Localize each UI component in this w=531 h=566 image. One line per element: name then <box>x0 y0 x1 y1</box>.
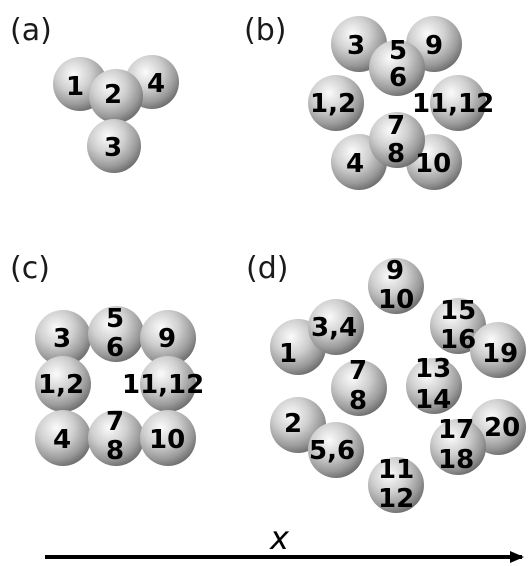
ball-label: 14 <box>415 385 451 415</box>
ball-label: 9 <box>425 31 443 61</box>
ball-label: 7 <box>106 407 124 437</box>
ball-label: 8 <box>387 139 405 169</box>
panel-d: (d) 9 10 3,4 1 15 16 19 7 8 13 14 2 5,6 … <box>246 251 526 514</box>
ball-label: 3 <box>104 133 122 163</box>
ball-label: 1 <box>66 72 84 102</box>
sphere <box>430 419 486 475</box>
ball-label: 13 <box>415 354 451 384</box>
panel-a-spheres <box>53 55 179 173</box>
ball-label: 19 <box>482 339 518 369</box>
ball-label: 9 <box>386 256 404 286</box>
ball-label: 2 <box>284 409 302 439</box>
sphere <box>140 410 196 466</box>
ball-label: 6 <box>106 333 124 363</box>
ball-label: 10 <box>378 285 414 315</box>
ball-label: 10 <box>415 149 451 179</box>
sphere <box>87 119 141 173</box>
x-axis-label: x <box>269 519 290 557</box>
panel-c-spheres <box>35 306 196 466</box>
sphere <box>35 310 91 366</box>
panel-b-label: (b) <box>244 13 286 48</box>
panel-a: (a) 1 2 4 3 <box>10 13 179 173</box>
ball-label: 10 <box>149 425 185 455</box>
sphere <box>368 457 424 513</box>
ball-label: 4 <box>53 425 71 455</box>
ball-label: 4 <box>147 69 165 99</box>
ball-label: 17 <box>438 415 474 445</box>
ball-label: 7 <box>349 356 367 386</box>
ball-label: 3,4 <box>311 313 357 343</box>
panel-a-label: (a) <box>10 13 52 48</box>
sphere <box>88 306 144 362</box>
ball-label: 1 <box>279 339 297 369</box>
ball-label: 6 <box>389 63 407 93</box>
ball-label: 11,12 <box>122 370 204 400</box>
sphere <box>369 40 425 96</box>
ball-label: 7 <box>387 111 405 141</box>
x-axis: x <box>45 519 524 563</box>
sphere <box>308 75 364 131</box>
sphere <box>368 258 424 314</box>
sphere <box>470 322 526 378</box>
ball-label: 8 <box>106 436 124 466</box>
sphere <box>308 299 364 355</box>
ball-label: 11 <box>378 455 414 485</box>
panel-c: (c) 3 5 6 9 1,2 11,12 4 7 8 10 <box>10 251 204 466</box>
panel-b: (b) 3 5 9 6 1,2 11,12 7 8 4 10 <box>244 13 494 190</box>
ball-label: 2 <box>104 80 122 110</box>
ball-label: 18 <box>438 445 474 475</box>
sphere <box>406 358 462 414</box>
panel-d-label: (d) <box>246 251 288 286</box>
ball-label: 4 <box>346 149 364 179</box>
ball-label: 1,2 <box>38 370 84 400</box>
ball-label: 5,6 <box>309 436 355 466</box>
sphere <box>88 410 144 466</box>
sphere <box>430 75 486 131</box>
sphere <box>140 310 196 366</box>
ball-label: 5 <box>389 36 407 66</box>
panel-d-spheres <box>270 258 526 513</box>
ball-label: 1,2 <box>310 89 356 119</box>
ball-label: 15 <box>440 296 476 326</box>
ball-label: 9 <box>158 324 176 354</box>
ball-label: 20 <box>484 413 520 443</box>
panel-b-spheres <box>308 16 486 190</box>
sphere <box>35 356 91 412</box>
sphere <box>331 360 387 416</box>
sphere <box>35 410 91 466</box>
ball-label: 3 <box>347 31 365 61</box>
sphere <box>89 69 143 123</box>
ball-label: 16 <box>440 325 476 355</box>
ball-label: 5 <box>106 304 124 334</box>
ball-label: 12 <box>378 484 414 514</box>
sphere <box>308 422 364 478</box>
ball-label: 11,12 <box>412 89 494 119</box>
ball-label: 3 <box>53 324 71 354</box>
sphere <box>140 356 196 412</box>
panel-c-label: (c) <box>10 251 50 286</box>
sphere <box>369 112 425 168</box>
ball-label: 8 <box>349 386 367 416</box>
